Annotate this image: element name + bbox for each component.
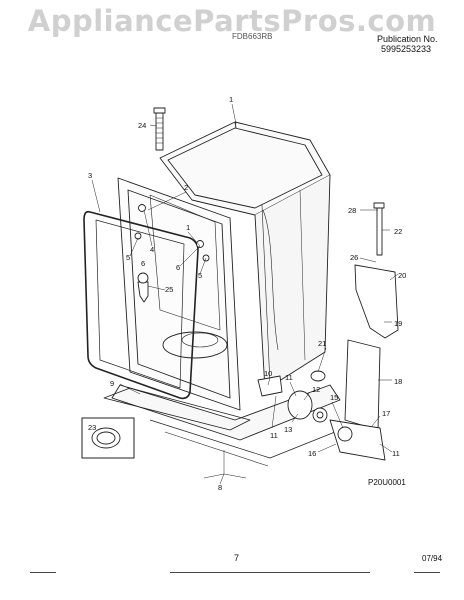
callout-10: 10 (264, 369, 272, 378)
callout-5b: 5 (198, 271, 202, 280)
callout-24: 24 (138, 121, 146, 130)
callout-26: 26 (350, 253, 358, 262)
callout-4a: 4 (150, 245, 154, 254)
callout-11b: 11 (270, 431, 278, 440)
footer-rule-right (414, 572, 440, 573)
callout-5a: 5 (126, 253, 130, 262)
footer-rule-center (170, 572, 370, 573)
model-number: FDB663RB (232, 32, 273, 41)
callout-17: 17 (382, 409, 390, 418)
callout-2: 2 (184, 183, 188, 192)
callout-23: 23 (88, 423, 96, 432)
callout-11a: 11 (285, 373, 293, 382)
page-number: 7 (234, 553, 240, 563)
callout-9: 9 (110, 379, 114, 388)
callout-25: 25 (165, 285, 173, 294)
callout-1b: 1 (186, 223, 190, 232)
callout-8: 8 (218, 483, 222, 492)
callout-13: 13 (284, 425, 292, 434)
callout-18: 18 (394, 377, 402, 386)
callout-16: 16 (308, 449, 316, 458)
publication-label: Publication No. (377, 34, 438, 44)
callout-1: 1 (229, 95, 233, 104)
watermark: AppliancePartsPros.com (27, 4, 437, 38)
drawing-code: P20U0001 (368, 478, 406, 487)
callout-28: 28 (348, 206, 356, 215)
callout-19: 19 (394, 319, 402, 328)
callout-3: 3 (88, 171, 92, 180)
callout-20: 20 (398, 271, 406, 280)
callout-22: 22 (394, 227, 402, 236)
callout-21: 21 (318, 339, 326, 348)
footer-rule-left (30, 572, 56, 573)
footer-date: 07/94 (422, 554, 443, 563)
callout-11c: 11 (392, 449, 400, 458)
callout-6a: 6 (141, 259, 145, 268)
callout-12: 12 (312, 385, 320, 394)
callout-6b: 6 (176, 263, 180, 272)
callout-15: 15 (330, 393, 338, 402)
publication-number: 5995253233 (381, 44, 432, 54)
